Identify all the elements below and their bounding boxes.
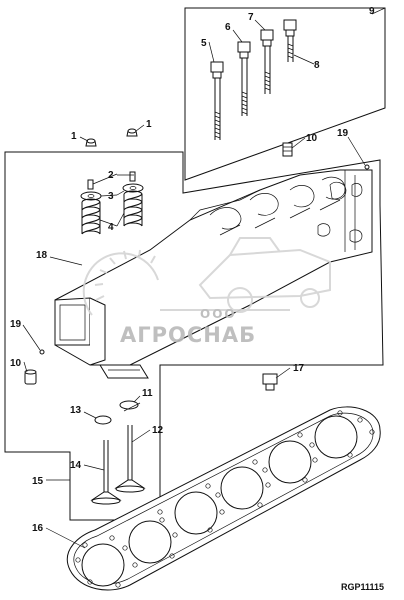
callout-13: 13	[70, 405, 82, 416]
callout-17: 17	[293, 363, 305, 374]
callout-1a: 1	[71, 131, 77, 142]
spring-cap-3	[80, 183, 144, 201]
assembly-group-frame	[4, 151, 384, 521]
callout-7: 7	[248, 12, 254, 23]
dowel-pin-10-lower	[24, 369, 37, 385]
head-bolt-5	[210, 61, 224, 140]
callout-8: 8	[314, 60, 320, 71]
callout-6: 6	[225, 22, 231, 33]
head-bolt-6	[237, 41, 251, 116]
valve-seal-11	[119, 400, 139, 410]
dowel-pin-10-upper	[282, 142, 293, 157]
valve-spring-4	[81, 190, 143, 235]
head-bolts-inset-frame	[184, 7, 386, 181]
callout-19b: 19	[10, 319, 22, 330]
fitting-17	[262, 373, 278, 391]
callout-18: 18	[36, 250, 48, 261]
head-bolt-8	[283, 19, 297, 62]
agrosnab-watermark-logo: ООО АГРОСНАБ	[82, 237, 331, 347]
head-gasket-16	[67, 406, 381, 591]
callout-12: 12	[152, 425, 164, 436]
valve-keeper-2	[87, 171, 136, 190]
callout-11: 11	[142, 388, 153, 399]
callout-14: 14	[70, 460, 82, 471]
callout-15: 15	[32, 476, 44, 487]
plug-19-upper	[364, 164, 370, 170]
callout-3: 3	[108, 191, 114, 202]
exhaust-valve-12	[114, 425, 146, 493]
callout-4: 4	[108, 222, 114, 233]
callout-1b: 1	[146, 119, 152, 130]
intake-valve-14	[90, 440, 122, 505]
callout-10b: 10	[10, 358, 22, 369]
callout-2: 2	[108, 170, 114, 181]
callout-10a: 10	[306, 133, 318, 144]
head-bolt-7	[260, 29, 274, 94]
callout-16: 16	[32, 523, 44, 534]
watermark-brand: АГРОСНАБ	[120, 323, 256, 347]
watermark-company: ООО	[200, 307, 237, 321]
callout-5: 5	[201, 38, 207, 49]
valve-seal-13	[94, 415, 112, 425]
cylinder-head	[54, 169, 373, 379]
valve-retainer-1b	[126, 128, 138, 137]
callout-9: 9	[369, 6, 375, 17]
valve-retainer-1a	[85, 138, 97, 147]
figure-code: RGP11115	[341, 582, 384, 592]
leader-lines	[22, 7, 386, 549]
callout-19a: 19	[337, 128, 349, 139]
plug-19-lower	[39, 349, 45, 355]
